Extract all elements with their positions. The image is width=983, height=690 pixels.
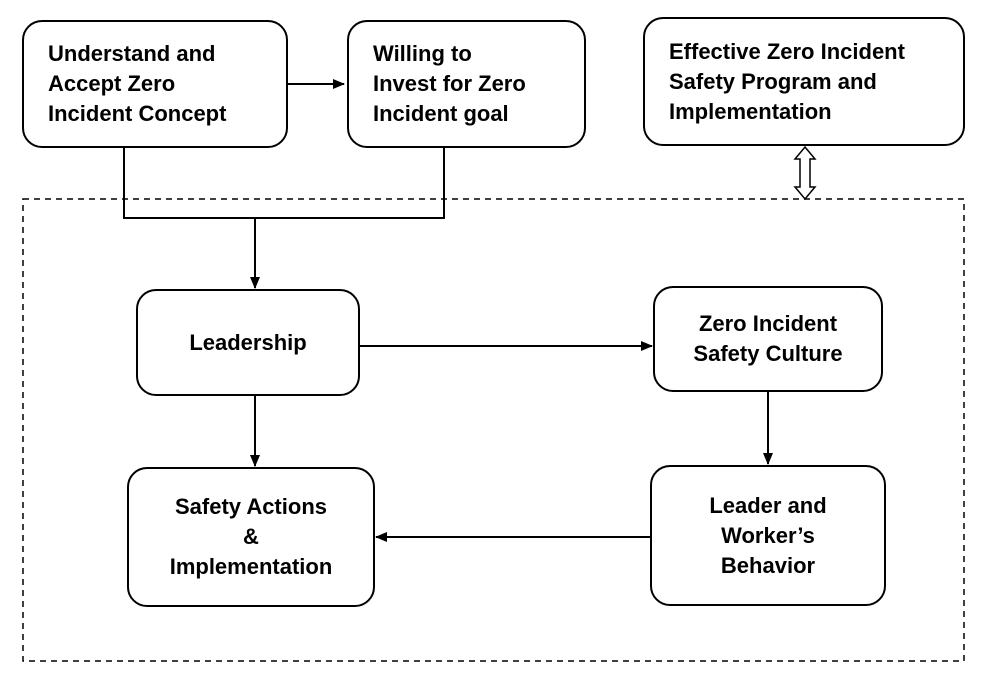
node-safety-actions-label: Safety Actions & Implementation	[169, 494, 333, 579]
node-effective-program-label: Effective Zero Incident Safety Program a…	[669, 38, 905, 124]
connector-inputs-merge	[123, 148, 445, 219]
double-arrow-program-boundary	[793, 145, 817, 201]
system-boundary	[22, 198, 965, 662]
node-understand-accept: Understand and Accept Zero Incident Conc…	[22, 20, 288, 148]
node-leadership-label: Leadership	[189, 329, 307, 355]
node-effective-program: Effective Zero Incident Safety Program a…	[643, 17, 965, 146]
node-willing-invest-label: Willing to Invest for Zero Incident goal	[373, 41, 526, 126]
node-understand-accept-label: Understand and Accept Zero Incident Conc…	[48, 41, 227, 126]
node-leader-worker-behavior-label: Leader and Worker’s Behavior	[709, 492, 827, 578]
node-zero-incident-culture-label: Zero Incident Safety Culture	[693, 311, 843, 366]
node-willing-invest: Willing to Invest for Zero Incident goal	[347, 20, 586, 148]
node-zero-incident-culture: Zero Incident Safety Culture	[653, 286, 883, 392]
node-leader-worker-behavior: Leader and Worker’s Behavior	[650, 465, 886, 606]
node-leadership: Leadership	[136, 289, 360, 396]
node-safety-actions: Safety Actions & Implementation	[127, 467, 375, 607]
